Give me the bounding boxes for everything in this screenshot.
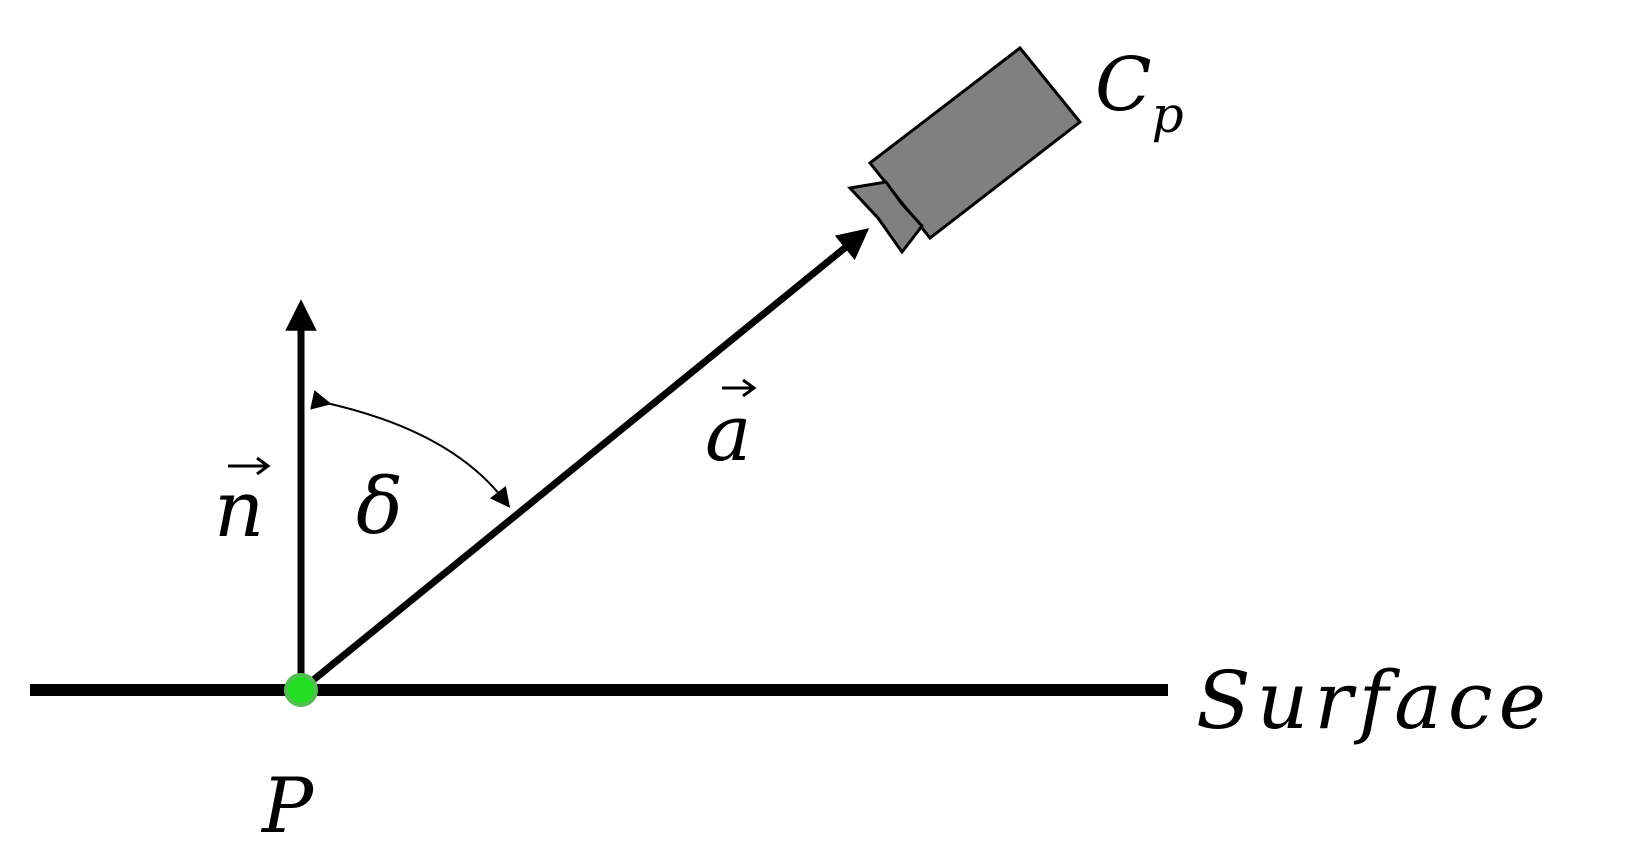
point-marker [284, 673, 318, 707]
angle-label: δ [356, 462, 403, 552]
camera-label: Cp [1095, 42, 1184, 144]
view-vector-arrow [298, 228, 870, 693]
point-label: P [260, 761, 315, 850]
vector-a-label: a [705, 378, 757, 479]
angle-arc [310, 390, 511, 508]
camera-icon [846, 45, 1083, 255]
vector-n-label: n [214, 456, 271, 555]
svg-text:a: a [705, 389, 752, 479]
svg-text:n: n [214, 465, 264, 555]
surface-label: Surface [1196, 654, 1552, 747]
camera-label-subscript: p [1152, 86, 1184, 144]
